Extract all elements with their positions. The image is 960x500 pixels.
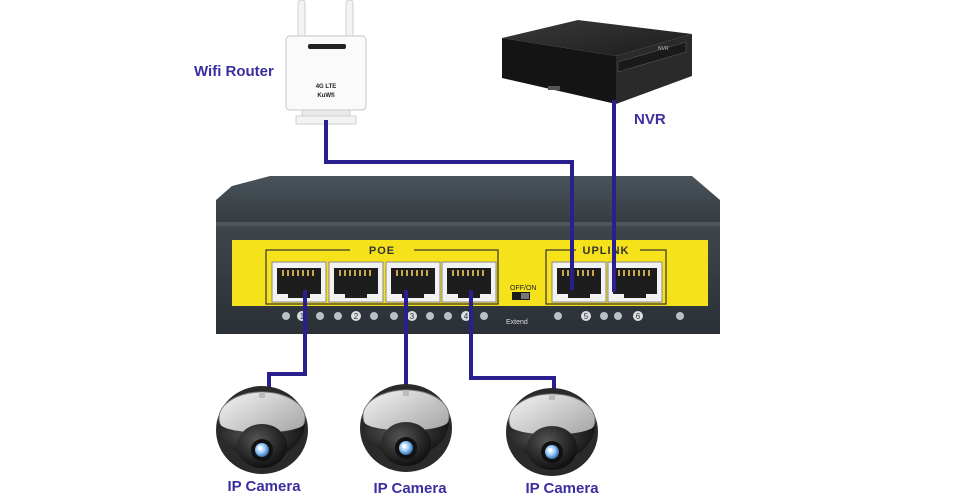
port-number-5: 5 — [584, 312, 589, 321]
router-brand-top: 4G LTE — [316, 84, 337, 90]
cable-camera3 — [469, 290, 556, 396]
status-leds — [282, 312, 684, 320]
wifi-router-device: 4G LTE KuWfi — [285, 0, 367, 125]
extend-label: Extend — [506, 319, 528, 326]
uplink-port-6[interactable] — [607, 261, 663, 303]
poe-group-label: POE — [369, 245, 395, 257]
switch-toggle-label: OFF/ON — [510, 285, 536, 292]
nvr-label: NVR — [634, 111, 666, 128]
nvr-device: NVR — [502, 20, 692, 104]
ip-camera-3 — [505, 387, 599, 477]
port-number-4: 4 — [464, 312, 469, 321]
router-brand-name: KuWfi — [317, 93, 335, 99]
ip-camera-1 — [215, 385, 309, 475]
cable-router-to-uplink — [324, 120, 574, 290]
uplink-group-label: UPLINK — [583, 245, 630, 257]
camera-1-label: IP Camera — [227, 478, 301, 495]
poe-port-1[interactable] — [271, 261, 327, 303]
port-number-3: 3 — [410, 312, 415, 321]
poe-switch: POE UPLINK OFF/ON Extend — [216, 176, 720, 334]
camera-3-label: IP Camera — [525, 480, 599, 497]
network-cables — [267, 100, 616, 396]
cable-camera1 — [267, 290, 307, 392]
port-number-6: 6 — [636, 312, 641, 321]
poe-port-2[interactable] — [328, 261, 384, 303]
uplink-port-5[interactable] — [551, 261, 607, 303]
port-number-2: 2 — [354, 312, 359, 321]
camera-2-label: IP Camera — [373, 480, 447, 497]
router-label: Wifi Router — [194, 63, 274, 80]
port-number-row: 1 2 3 4 5 6 — [297, 311, 643, 321]
poe-port-3[interactable] — [385, 261, 441, 303]
port-number-1: 1 — [300, 312, 305, 321]
ip-camera-2 — [359, 383, 453, 473]
nvr-badge: NVR — [658, 46, 669, 52]
